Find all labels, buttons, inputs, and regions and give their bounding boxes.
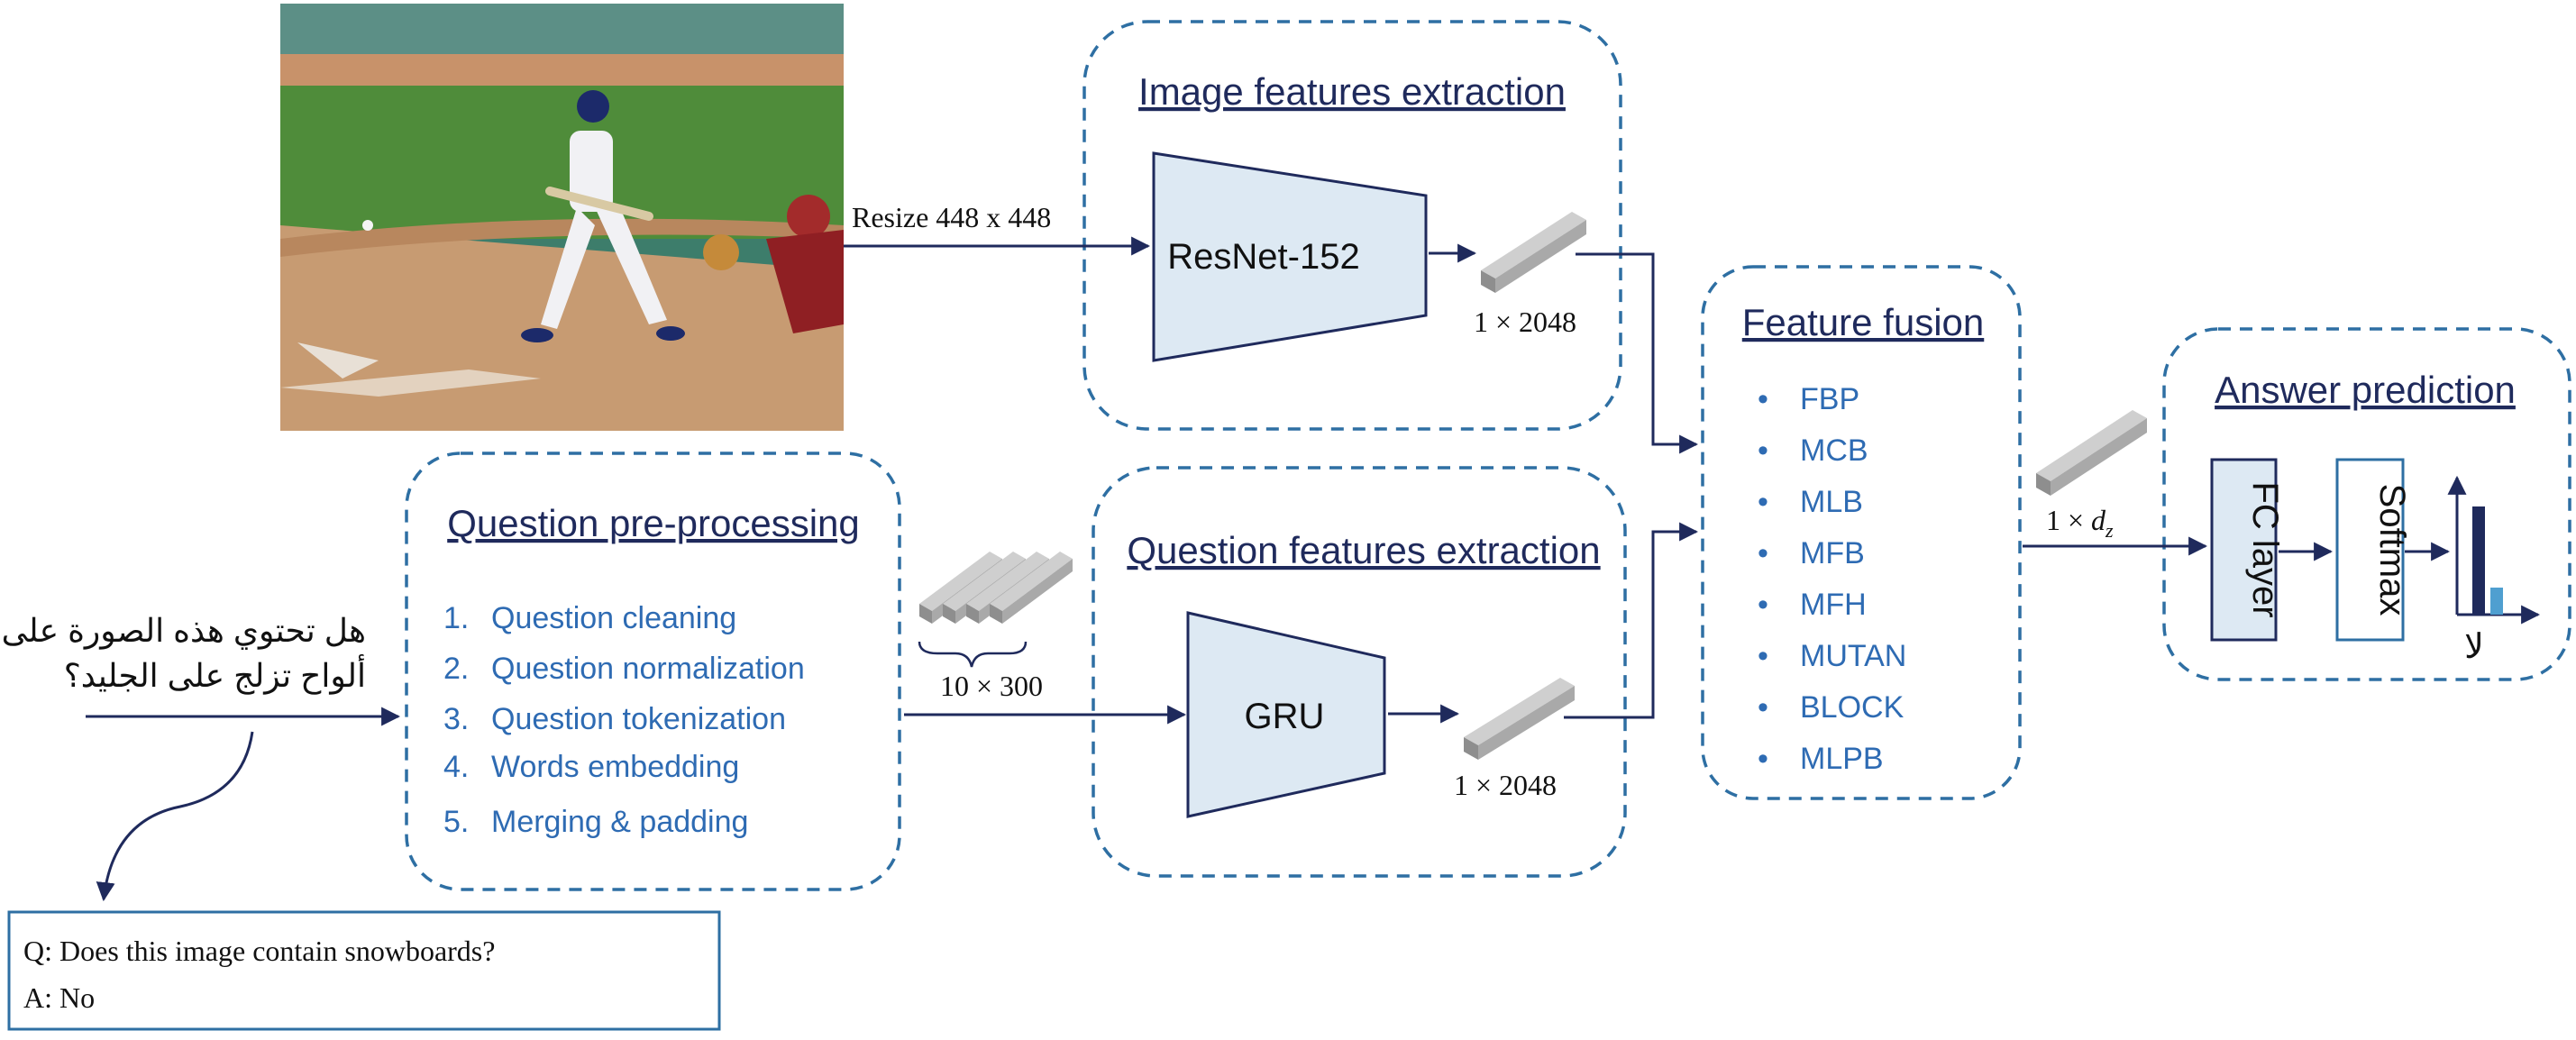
embedding-dim: 10 × 300 [940,670,1043,702]
fusion-methods: • FBP • MCB • MLB • MFB • MFH • MUTAN • BLOCK •… [1758,382,1906,776]
step-1-num: 1. [443,601,469,635]
bullet: • [1758,588,1768,622]
image-vector-dim: 1 × 2048 [1474,306,1576,338]
arrow-question-to-qa [96,731,254,902]
bar-second-answer [2490,588,2503,615]
step-3-text: Question tokenization [491,702,786,736]
bullet: • [1758,433,1768,468]
bullet: • [1758,382,1768,416]
softmax-block [2335,458,2405,642]
baseball-photo [280,4,844,431]
gru-label: GRU [1245,697,1325,736]
softmax-label: Softmax [2372,484,2412,616]
answer-box [2162,327,2571,681]
question-vector-dim: 1 × 2048 [1454,769,1557,801]
step-5-text: Merging & padding [491,805,748,839]
method-block: BLOCK [1800,690,1905,725]
flow-arrows [86,236,2451,902]
method-mcb: MCB [1800,433,1868,468]
gru-block [1186,611,1386,818]
step-2-text: Question normalization [491,652,805,686]
qa-box [7,910,721,1031]
fusion-title: Feature fusion [1742,301,1985,343]
embedding-brace [918,641,1028,668]
bar-top-answer [2472,506,2485,615]
answer-arabic: لا [2464,628,2484,666]
image-vector-icon [1481,212,1586,293]
fusion-box [1701,265,2022,800]
method-mfb: MFB [1800,536,1865,570]
arrow-question-vector-to-fusion [1564,522,1699,719]
fused-vector-dim: 1 × dz [2046,504,2114,542]
preprocessing-steps: 1. Question cleaning 2. Question normali… [443,601,805,839]
arabic-question-line1: هل تحتوي هذه الصورة على [2,612,366,650]
bullet: • [1758,639,1768,673]
preprocessing-box [405,452,901,891]
qa-answer: A: No [23,981,95,1014]
question-features-box [1092,466,1627,878]
image-features-title: Image features extraction [1138,70,1566,113]
qa-question: Q: Does this image contain snowboards? [23,935,495,967]
step-5-num: 5. [443,805,469,839]
step-2-num: 2. [443,652,469,686]
arrow-image-vector-to-fusion [1576,252,1699,454]
arabic-question-line2: ألواح تزلج على الجليد؟ [64,653,366,695]
question-features-title: Question features extraction [1127,529,1600,571]
step-1-text: Question cleaning [491,601,736,635]
bullet: • [1758,690,1768,725]
answer-probability-chart: لا [2447,475,2541,666]
resize-label: Resize 448 x 448 [852,201,1051,233]
method-fbp: FBP [1800,382,1859,416]
method-mlb: MLB [1800,485,1863,519]
step-4-num: 4. [443,750,469,784]
bullet: • [1758,485,1768,519]
bullet: • [1758,742,1768,776]
resnet-label: ResNet-152 [1167,237,1359,277]
fc-layer-block [2210,458,2278,642]
resnet-block [1152,151,1428,362]
step-4-text: Words embedding [491,750,739,784]
method-mutan: MUTAN [1800,639,1906,673]
bullet: • [1758,536,1768,570]
answer-title: Answer prediction [2215,369,2516,411]
step-3-num: 3. [443,702,469,736]
fc-layer-label: FC layer [2245,481,2285,617]
preprocessing-title: Question pre-processing [447,502,860,544]
question-vector-icon [1464,678,1575,760]
method-mfh: MFH [1800,588,1867,622]
method-mlpb: MLPB [1800,742,1884,776]
image-features-box [1082,20,1622,431]
word-embedding-stack-icon [919,552,1073,624]
fused-vector-icon [2036,410,2147,496]
